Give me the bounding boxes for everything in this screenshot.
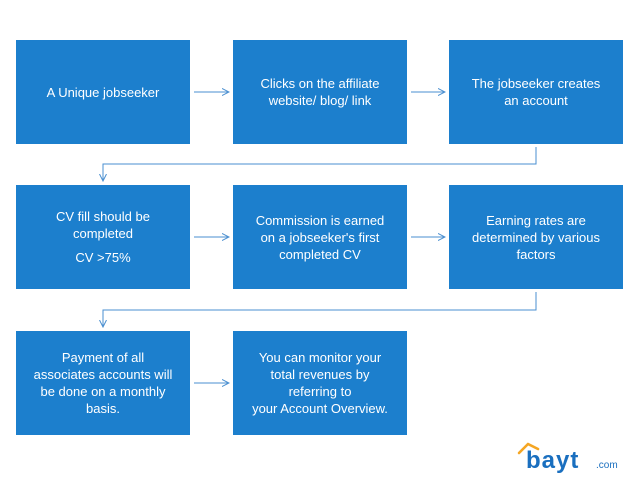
step-text: Payment of all (61, 350, 145, 365)
step-text: Commission is earned (255, 212, 385, 228)
step-text: CV >75% (75, 250, 131, 265)
step-text: your Account Overview. (252, 401, 388, 416)
step-box-monitor-revenues: You can monitor your total revenues by r… (233, 331, 407, 435)
logo-roof-icon (517, 442, 540, 455)
logo-suffix: .com (596, 460, 618, 471)
step-box-earning-rates: Earning rates are determined by various … (449, 185, 623, 289)
step-box-clicks-affiliate: Clicks on the affiliate website/ blog/ l… (233, 40, 407, 144)
step-text: completed CV (279, 246, 361, 262)
bayt-logo: bayt .com (517, 442, 618, 473)
step-text: Earning rates are (486, 212, 586, 228)
step-text: completed (73, 226, 133, 241)
step-text: associates accounts will (33, 367, 173, 382)
step-text: factors (516, 246, 556, 262)
step-text: A Unique jobseeker (46, 84, 160, 100)
arrow-6-7 (103, 292, 537, 327)
step-box-payment: Payment of all associates accounts will … (16, 331, 190, 435)
step-box-commission-earned: Commission is earned on a jobseeker's fi… (233, 185, 407, 289)
arrow-3-4 (103, 147, 537, 181)
step-text: an account (504, 93, 568, 108)
step-text: total revenues by (270, 367, 370, 382)
logo-brand: bayt (526, 447, 579, 473)
step-text: CV fill should be (56, 209, 150, 224)
step-text: on a jobseeker's first (260, 229, 380, 245)
step-text: website/ blog/ link (268, 93, 372, 108)
step-text: be done on a monthly (40, 384, 166, 399)
step-text: basis. (86, 401, 120, 416)
step-text: The jobseeker creates (471, 76, 601, 91)
step-box-unique-jobseeker: A Unique jobseeker (16, 40, 190, 144)
step-text: You can monitor your (258, 350, 382, 365)
step-box-cv-fill: CV fill should be completed CV >75% (16, 185, 190, 289)
step-box-creates-account: The jobseeker creates an account (449, 40, 623, 144)
step-text: Clicks on the affiliate (260, 76, 380, 91)
step-text: referring to (288, 384, 352, 399)
step-text: determined by various (472, 229, 600, 245)
